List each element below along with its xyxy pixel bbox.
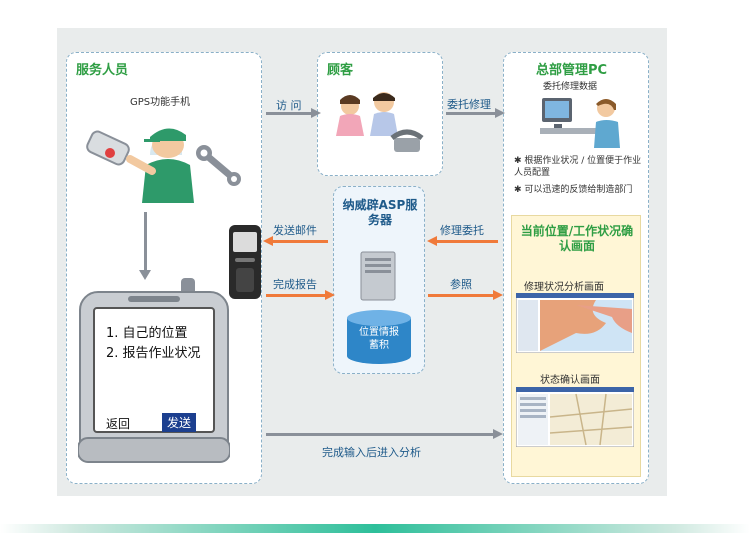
service-staff-title: 服务人员: [76, 63, 129, 78]
visit-label: 访 问: [276, 99, 302, 112]
repair-request-label: 委托修理: [447, 98, 491, 111]
analysis-arrow: [266, 429, 503, 439]
repair-commission-label: 修理委托: [440, 224, 484, 237]
reference-arrow: [428, 290, 503, 300]
hq-note-feedback-text: 可以迅速的反馈给制造部门: [524, 185, 633, 195]
phone-in-hand-icon: [86, 130, 130, 166]
telephone-icon: [390, 129, 424, 152]
reference-label: 参照: [450, 278, 472, 291]
hq-title: 总部管理PC: [536, 63, 608, 78]
db-label: 位置情报蓄积: [359, 327, 399, 351]
wrench-icon: [196, 145, 241, 186]
hq-note-feedback: ✱ 可以迅速的反馈给制造部门: [514, 185, 633, 195]
down-arrow: [144, 212, 147, 272]
bottom-gradient-bar: [0, 524, 750, 533]
repair-analysis-label: 修理状况分析画面: [524, 282, 604, 293]
customer-people-icon: [336, 92, 424, 152]
technician-icon: [86, 128, 241, 203]
complete-report-label: 完成报告: [273, 278, 317, 291]
analysis-label: 完成输入后进入分析: [322, 446, 421, 459]
phone-item-position: 1. 自己的位置: [106, 326, 188, 341]
gps-phone-label: GPS功能手机: [130, 97, 191, 108]
server-tower-icon: [360, 251, 396, 301]
asp-server-title: 纳威辟ASP服务器: [342, 198, 418, 227]
current-status-title: 当前位置/工作状况确认画面: [520, 224, 634, 253]
customer-title: 顾客: [327, 63, 354, 78]
office-worker-icon: [540, 98, 620, 148]
gps-phone-device: [78, 278, 230, 463]
visit-arrow: [266, 108, 321, 118]
hq-note-staffing: ✱ 根据作业状况 / 位置便于作业人员配置: [514, 156, 642, 178]
repair-request-arrow: [446, 108, 505, 118]
status-confirm-label: 状态确认画面: [540, 375, 600, 386]
down-arrow-head: [139, 270, 151, 280]
mobile-phone-icon: [229, 225, 261, 299]
phone-send-button[interactable]: 发送: [162, 413, 197, 432]
hq-note-staffing-text: 根据作业状况 / 位置便于作业人员配置: [514, 156, 642, 178]
send-mail-label: 发送邮件: [273, 224, 317, 237]
repair-commission-arrow: [427, 236, 498, 246]
hq-subtitle: 委托修理数据: [543, 82, 598, 92]
status-map-screenshot: [516, 387, 634, 447]
database-icon: [347, 310, 411, 364]
complete-report-arrow: [266, 290, 335, 300]
phone-back-button[interactable]: 返回: [106, 417, 131, 431]
send-mail-arrow: [263, 236, 328, 246]
phone-item-report: 2. 报告作业状况: [106, 346, 201, 361]
repair-map-screenshot: [516, 293, 634, 353]
